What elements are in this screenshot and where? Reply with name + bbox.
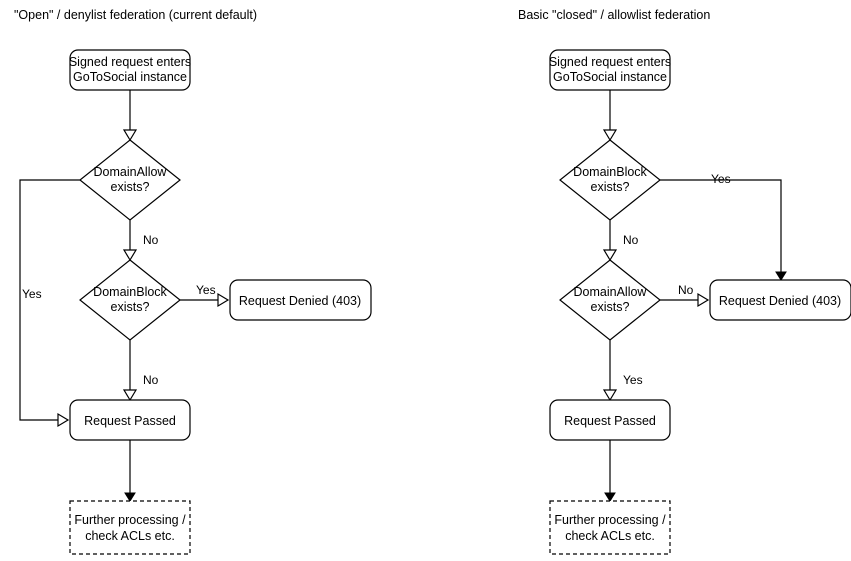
arrow-solid-icon [775, 271, 787, 281]
node-decision-domainallow-closed: DomainAllow exists? [559, 259, 661, 341]
domainblock-label-line1: DomainBlock [573, 165, 647, 179]
panel-title-closed: Basic "closed" / allowlist federation [518, 8, 710, 22]
domainblock-label-line2: exists? [111, 300, 150, 314]
request-denied-label: Request Denied (403) [719, 294, 841, 308]
arrow-open-icon [217, 292, 230, 308]
edge-label-domainallow-yes: Yes [22, 287, 42, 301]
entry-label-line1: Signed request enters [69, 55, 191, 69]
edge-label-domainblock-yes: Yes [196, 283, 216, 297]
request-denied-label: Request Denied (403) [239, 294, 361, 308]
edge-label-domainallow-no: No [678, 283, 694, 297]
panel-closed-federation: Basic "closed" / allowlist federation Si… [518, 8, 851, 555]
request-passed-label: Request Passed [84, 414, 176, 428]
domainallow-label-line1: DomainAllow [574, 285, 648, 299]
arrow-open-icon [122, 389, 138, 402]
edge-label-domainblock-no: No [143, 373, 159, 387]
arrow-open-icon [57, 412, 70, 428]
edge-domainallow-yes-to-passed [19, 179, 80, 421]
node-further-processing-open: Further processing / check ACLs etc. [69, 500, 191, 555]
node-entry-open: Signed request enters GoToSocial instanc… [69, 49, 191, 91]
domainallow-label-line2: exists? [111, 180, 150, 194]
edge-label-domainallow-yes: Yes [623, 373, 643, 387]
request-passed-label: Request Passed [564, 414, 656, 428]
arrow-solid-icon [124, 492, 136, 502]
node-decision-domainblock-closed: DomainBlock exists? [559, 139, 661, 221]
entry-label-line1: Signed request enters [549, 55, 671, 69]
request-denied-box-shape [709, 279, 851, 321]
arrow-open-icon [602, 249, 618, 262]
domainallow-label-line2: exists? [591, 300, 630, 314]
node-further-processing-closed: Further processing / check ACLs etc. [549, 500, 671, 555]
further-processing-box-shape [549, 500, 671, 555]
node-request-passed-open: Request Passed [69, 399, 191, 441]
arrow-open-icon [602, 389, 618, 402]
further-processing-label-line2: check ACLs etc. [565, 529, 655, 543]
entry-label-line2: GoToSocial instance [73, 70, 187, 84]
edge-domainblock-yes-to-denied [660, 179, 782, 273]
further-processing-box-shape [69, 500, 191, 555]
node-request-passed-closed: Request Passed [549, 399, 671, 441]
edge-label-domainblock-no: No [623, 233, 639, 247]
arrow-solid-icon [604, 492, 616, 502]
arrow-open-icon [122, 129, 138, 142]
domainblock-label-line1: DomainBlock [93, 285, 167, 299]
node-entry-closed: Signed request enters GoToSocial instanc… [549, 49, 671, 91]
edge-label-domainallow-no: No [143, 233, 159, 247]
arrow-open-icon [697, 292, 710, 308]
domainallow-label-line1: DomainAllow [94, 165, 168, 179]
arrow-open-icon [602, 129, 618, 142]
entry-label-line2: GoToSocial instance [553, 70, 667, 84]
node-decision-domainallow-open: DomainAllow exists? [79, 139, 181, 221]
node-request-denied-open: Request Denied (403) [229, 279, 372, 321]
arrow-open-icon [122, 249, 138, 262]
panel-open-federation: "Open" / denylist federation (current de… [14, 8, 372, 555]
further-processing-label-line1: Further processing / [74, 513, 186, 527]
request-denied-box-shape [229, 279, 372, 321]
panel-title-open: "Open" / denylist federation (current de… [14, 8, 257, 22]
domainblock-label-line2: exists? [591, 180, 630, 194]
node-request-denied-closed: Request Denied (403) [709, 279, 851, 321]
edge-label-domainblock-yes: Yes [711, 172, 731, 186]
node-decision-domainblock-open: DomainBlock exists? [79, 259, 181, 341]
further-processing-label-line1: Further processing / [554, 513, 666, 527]
further-processing-label-line2: check ACLs etc. [85, 529, 175, 543]
